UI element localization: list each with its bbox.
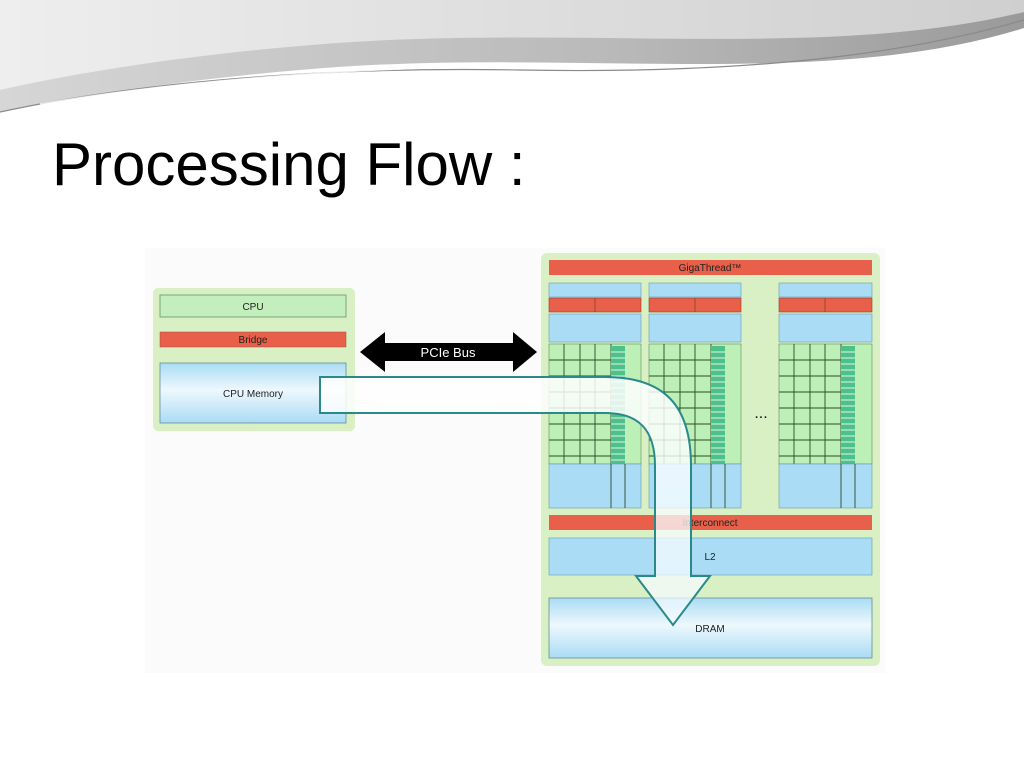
pcie-bus-arrow: PCIe Bus [360,332,537,372]
bridge-label: Bridge [239,335,268,346]
cpu-memory-block [159,362,347,424]
gigathread-label: GigaThread™ [679,263,742,274]
cpu-label: CPU [242,302,263,313]
pcie-bus-label: PCIe Bus [421,345,476,360]
l2-cache-block [548,537,873,576]
slide-title: Processing Flow : [52,131,526,198]
dram-block [548,597,873,659]
dram-label: DRAM [695,624,724,635]
host-panel: CPU Bridge CPU Memory [153,288,355,431]
header-swoosh-decoration [0,0,1024,113]
sm-block-1 [548,282,642,509]
data-flow-arrow [319,376,713,627]
interconnect-label: Interconnect [682,518,737,529]
bridge-block [159,331,347,348]
cpu-memory-label: CPU Memory [223,389,283,400]
more-sm-ellipsis: ... [754,405,767,422]
interconnect-bar [549,515,872,530]
gpu-processing-flow-diagram: CPU Bridge CPU Memory PCIe Bus GigaThrea… [145,248,885,673]
gigathread-bar [549,260,872,275]
l2-label: L2 [704,552,716,563]
pcie-double-arrow [360,332,537,372]
sm-block-3 [778,282,873,509]
gpu-panel: GigaThread™ [541,253,880,666]
cpu-block [159,294,347,318]
